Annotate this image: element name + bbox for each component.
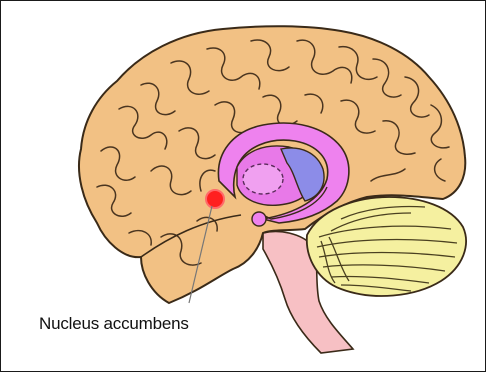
nucleus-accumbens-label: Nucleus accumbens (39, 314, 189, 334)
mammillary-body (252, 212, 266, 226)
nucleus-accumbens-marker (206, 190, 224, 208)
dashed-nucleus (243, 164, 283, 194)
cerebellum (307, 197, 466, 296)
